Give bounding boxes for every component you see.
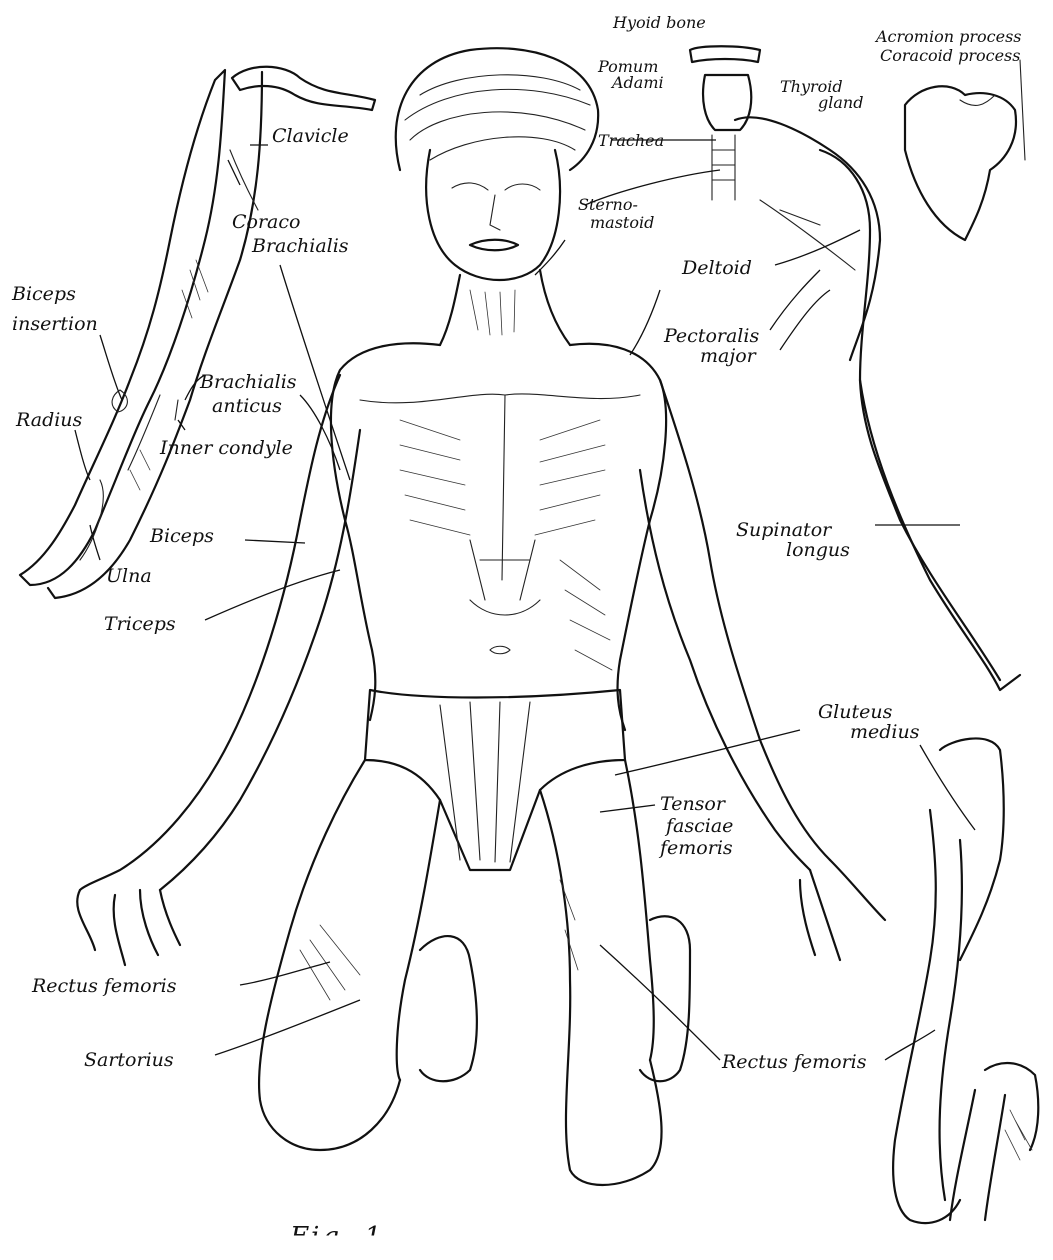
label-fasciae: fasciae <box>666 816 733 837</box>
label-inner-condyle: Inner condyle <box>160 438 293 459</box>
label-rectus-femoris-left: Rectus femoris <box>32 976 177 997</box>
label-supinator: Supinator <box>736 520 831 541</box>
legs-drawing <box>259 690 690 1185</box>
label-medius: medius <box>850 722 920 743</box>
label-pectoralis: Pectoralis <box>664 326 759 347</box>
label-biceps: Biceps <box>12 284 76 305</box>
label-biceps-main: Biceps <box>150 526 214 547</box>
label-rectus-femoris-right: Rectus femoris <box>722 1052 867 1073</box>
label-longus: longus <box>786 540 850 561</box>
neck-study-drawing <box>690 46 1020 690</box>
label-coracoid-process: Coracoid process <box>880 47 1020 64</box>
head-drawing <box>396 48 598 345</box>
label-major: major <box>700 346 756 367</box>
torso-drawing <box>331 343 666 730</box>
leader-lines <box>75 140 975 1060</box>
body-arms-drawing <box>77 375 885 965</box>
label-femoris: femoris <box>660 838 733 859</box>
label-gland: gland <box>818 94 863 111</box>
label-anticus: anticus <box>212 396 282 417</box>
label-acromion-process: Acromion process <box>876 28 1021 45</box>
label-ulna: Ulna <box>106 566 152 587</box>
label-deltoid: Deltoid <box>682 258 752 279</box>
label-gluteus: Gluteus <box>818 702 892 723</box>
label-brachialis-anticus-1: Brachialis <box>200 372 297 393</box>
label-sartorius: Sartorius <box>84 1050 174 1071</box>
label-clavicle: Clavicle <box>272 126 349 147</box>
label-coraco: Coraco <box>232 212 300 233</box>
label-mastoid: mastoid <box>590 214 654 231</box>
label-brachialis: Brachialis <box>252 236 349 257</box>
label-adami: Adami <box>612 74 664 91</box>
label-radius: Radius <box>16 410 82 431</box>
label-trachea: Trachea <box>598 132 664 149</box>
label-sterno: Sterno- <box>578 196 638 213</box>
label-hyoid-bone: Hyoid bone <box>613 14 706 31</box>
label-triceps: Triceps <box>104 614 176 635</box>
label-insertion: insertion <box>12 314 98 335</box>
leg-bones-drawing <box>893 738 1038 1223</box>
scapula-drawing <box>905 60 1025 240</box>
label-tensor: Tensor <box>660 794 725 815</box>
